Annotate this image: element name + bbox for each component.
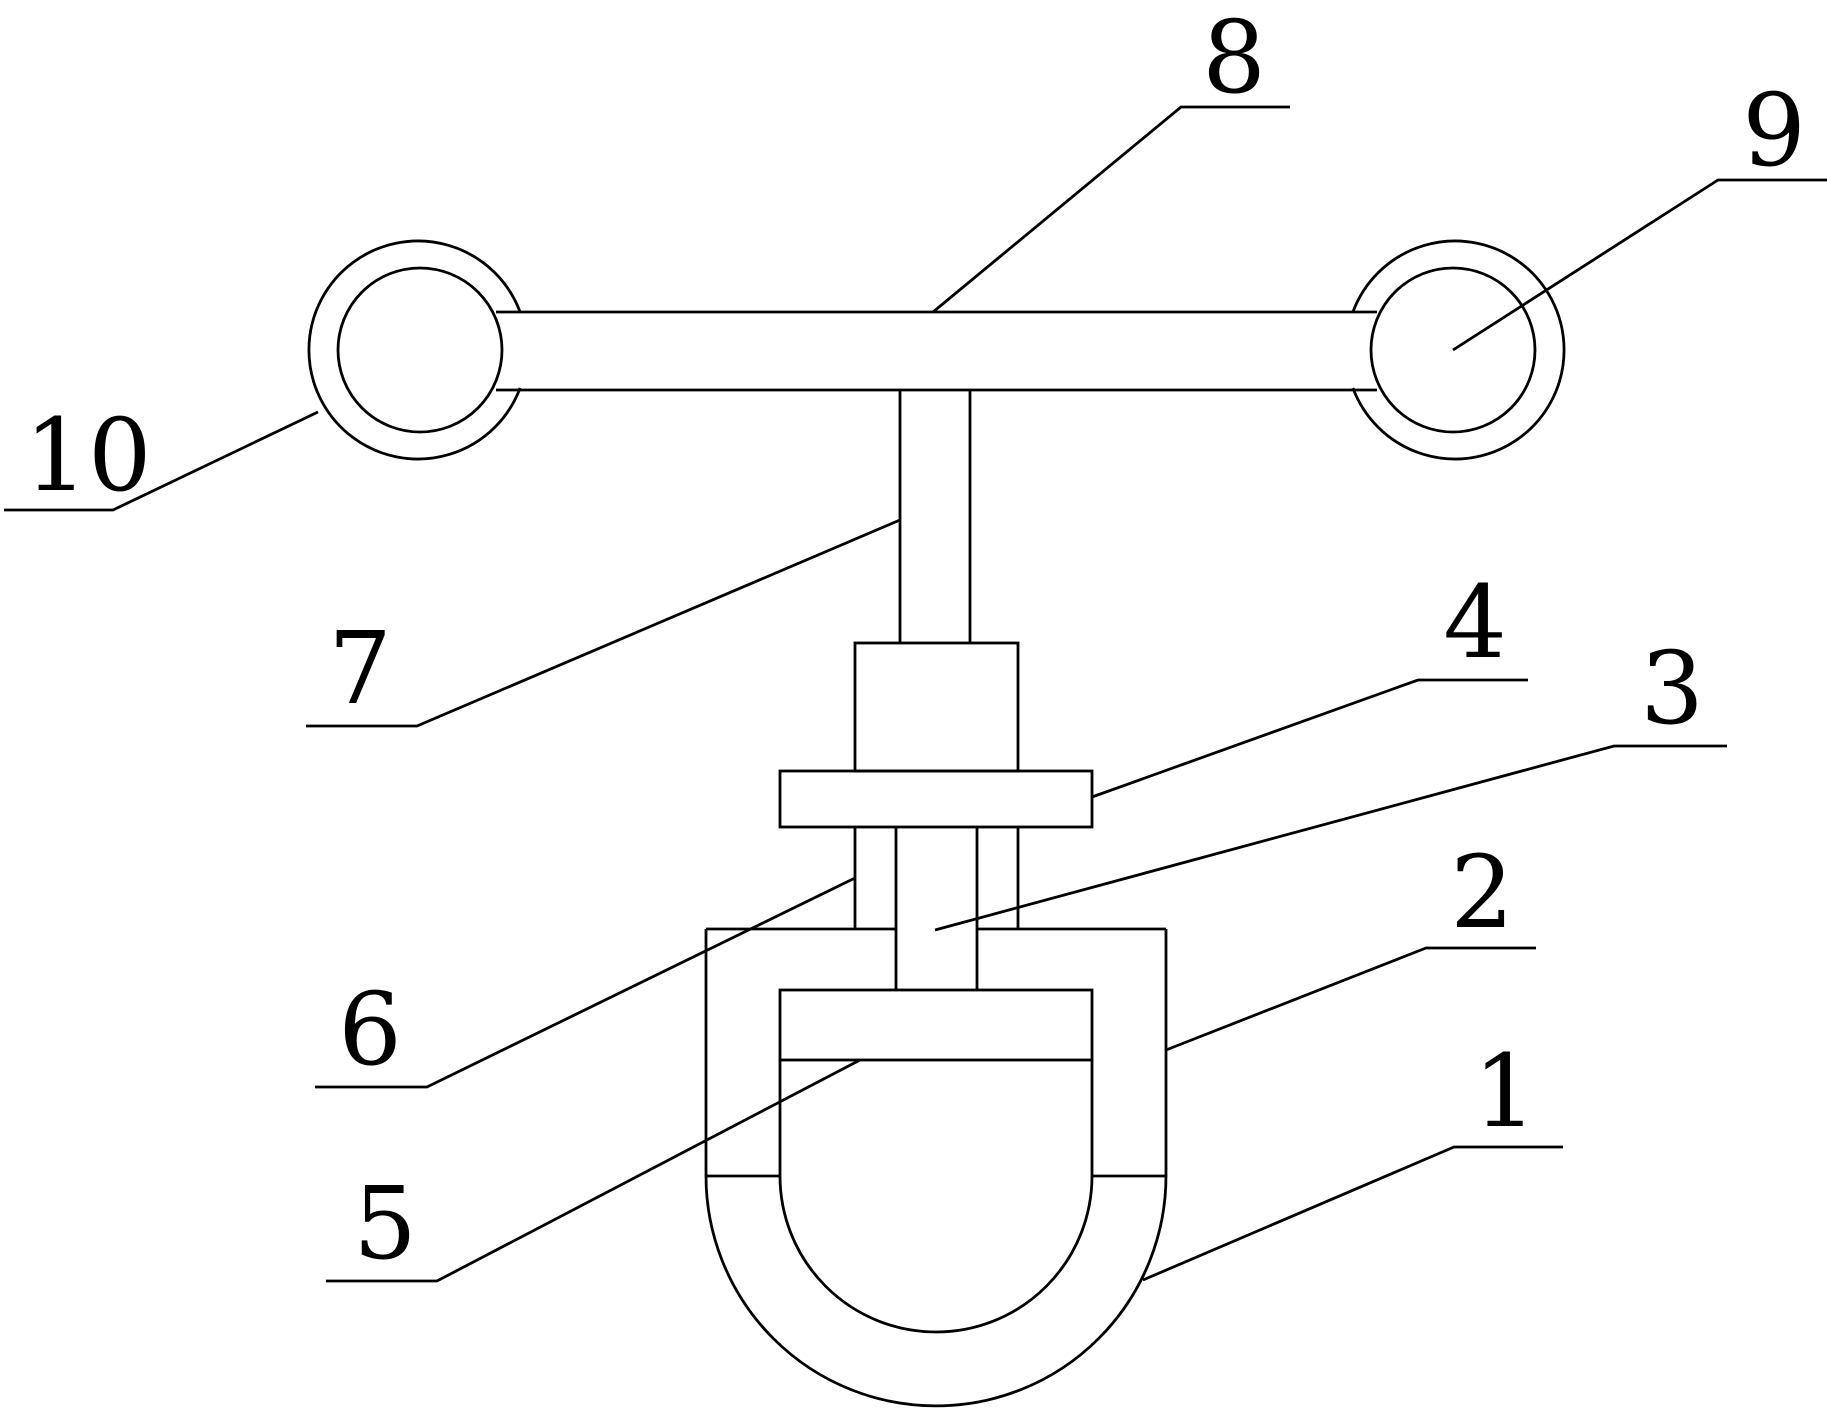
leader-6: [315, 876, 856, 1089]
leader-8: [932, 105, 1290, 314]
leader-10: [4, 410, 319, 512]
callout-7: 7: [328, 610, 392, 727]
leader-9: [1452, 178, 1827, 352]
callout-4: 4: [1443, 564, 1507, 681]
flange-plate: [778, 769, 1094, 829]
leader-2: [1165, 946, 1536, 1052]
leader-5: [326, 1058, 861, 1283]
callout-1: 1: [1473, 1033, 1537, 1150]
left-ring: [307, 239, 522, 461]
crossbar: [496, 310, 1377, 392]
outer-frame: [704, 927, 1168, 1408]
leader-7: [306, 518, 901, 728]
inner-rod: [894, 827, 979, 990]
right-ring: [1351, 239, 1566, 461]
callout-9: 9: [1742, 72, 1806, 189]
leader-3: [934, 744, 1727, 932]
vertical-stem: [898, 390, 972, 643]
callout-3: 3: [1640, 630, 1704, 747]
leader-lines: [4, 105, 1827, 1283]
leader-1: [1142, 1145, 1563, 1282]
callout-6: 6: [338, 971, 402, 1088]
callout-labels: 8 9 10 7 4 3 2 6 1 5: [24, 0, 1805, 1282]
callout-2: 2: [1450, 834, 1514, 951]
callout-10: 10: [24, 397, 151, 514]
leader-4: [1091, 678, 1528, 799]
clamp-block: [778, 988, 1094, 1334]
callout-5: 5: [353, 1165, 417, 1282]
callout-8: 8: [1202, 0, 1266, 116]
upper-sleeve-block: [853, 641, 1020, 773]
